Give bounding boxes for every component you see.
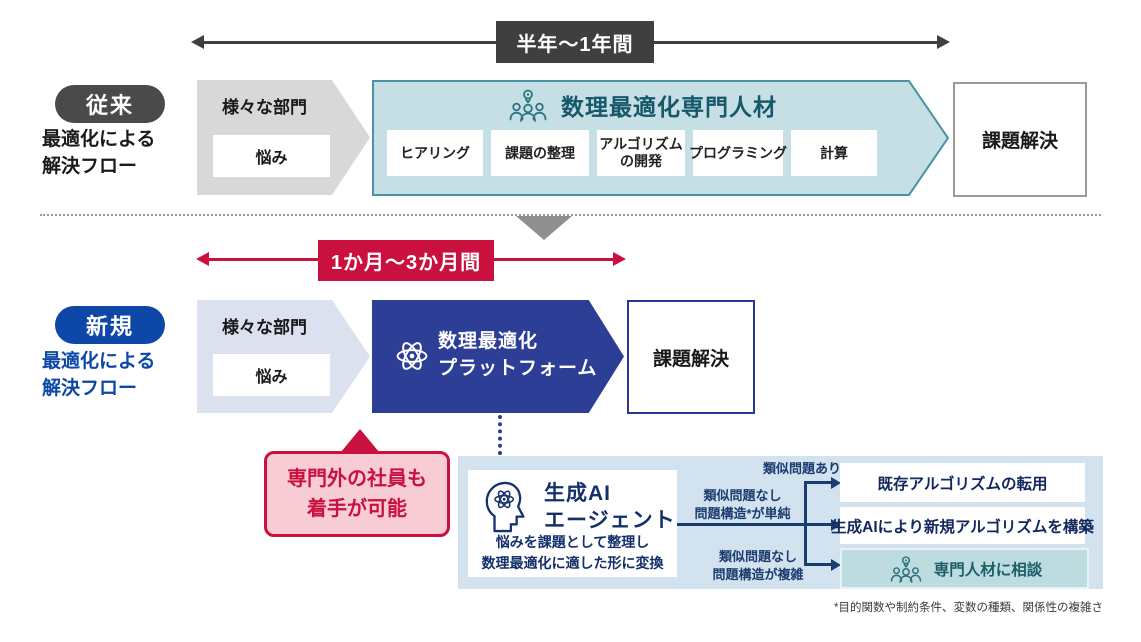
condition-2-line1: 類似問題なし xyxy=(703,488,782,503)
platform-label-line1: 数理最適化 xyxy=(438,331,539,352)
condition-3-line2: 問題構造が複雑 xyxy=(712,566,804,582)
conventional-flow-title-line1: 最適化による xyxy=(42,129,156,150)
arrow-left-icon xyxy=(191,35,204,49)
ai-agent-title-line2: エージェント xyxy=(544,509,676,533)
branch-arrow-top-icon xyxy=(831,476,841,489)
platform-chevron: 数理最適化 プラットフォーム xyxy=(372,300,624,413)
new-duration-label: 1か月〜3か月間 xyxy=(318,240,494,281)
modern-flow-title-line2: 解決フロー xyxy=(42,377,138,399)
step-algorithm-dev: アルゴリズムの開発 xyxy=(597,130,685,176)
modern-result-box: 課題解決 xyxy=(627,300,755,414)
branch-main-line xyxy=(677,523,807,526)
experts-title: 数理最適化専門人材 xyxy=(561,94,777,120)
footnote: *目的関数や制約条件、変数の種類、関係性の複雑さ xyxy=(834,602,1103,614)
department-title: 様々な部門 xyxy=(222,98,307,117)
experts-header: 数理最適化専門人材 xyxy=(505,88,777,122)
ai-agent-desc-line2: 数理最適化に適した形に変換 xyxy=(481,555,664,571)
conventional-department-chevron: 様々な部門 悩み xyxy=(197,80,370,195)
condition-2-line2: 問題構造*が単純 xyxy=(694,505,791,521)
step-issue-organize: 課題の整理 xyxy=(491,130,589,176)
step-computation: 計算 xyxy=(791,130,877,176)
ai-agent-desc-line1: 悩みを課題として整理し xyxy=(495,534,650,550)
platform-label: 数理最適化 プラットフォーム xyxy=(438,329,597,382)
conventional-flow-title: 最適化による 解決フロー xyxy=(42,127,155,180)
condition-similar-exists: 類似問題あり xyxy=(742,460,862,478)
ai-agent-box: 生成AI エージェント 悩みを課題として整理し 数理最適化に適した形に変換 xyxy=(468,470,677,577)
modern-pain-box: 悩み xyxy=(213,354,330,396)
branch-arrow-bottom-icon xyxy=(831,558,841,571)
people-pin-icon xyxy=(509,89,547,122)
condition-3-line1: 類似問題なし xyxy=(718,549,797,564)
modern-flow-title: 最適化による 解決フロー xyxy=(42,349,155,402)
modern-department-title: 様々な部門 xyxy=(222,318,307,337)
conventional-flow-title-line2: 解決フロー xyxy=(42,155,138,177)
platform-panel-connector xyxy=(498,415,502,455)
ai-agent-description: 悩みを課題として整理し 数理最適化に適した形に変換 xyxy=(468,532,677,574)
step-hearing: ヒアリング xyxy=(387,130,483,176)
atom-icon xyxy=(396,342,428,370)
result-reuse-algorithm: 既存アルゴリズムの転用 xyxy=(840,463,1085,502)
callout-line1: 専門外の社員も xyxy=(287,468,427,490)
top-duration-label: 半年〜1年間 xyxy=(496,21,654,63)
callout-pointer-icon xyxy=(341,429,379,452)
platform-label-line2: プラットフォーム xyxy=(438,357,598,379)
red-arrow-left-icon xyxy=(196,252,209,266)
branch-arm-top xyxy=(804,481,832,484)
branch-arm-bottom xyxy=(804,563,832,566)
branch-trunk-line xyxy=(804,481,807,566)
arrow-right-icon xyxy=(937,35,950,49)
separator-dotted-line xyxy=(40,214,1101,216)
result-build-new-algorithm: 生成AIにより新規アルゴリズムを構築 xyxy=(831,507,1094,544)
condition-1-line1: 類似問題あり xyxy=(762,461,841,476)
ai-agent-title-line1: 生成AI xyxy=(544,482,611,505)
condition-complex-structure: 類似問題なし 問題構造が複雑 xyxy=(698,548,818,583)
people-pin-icon xyxy=(890,555,921,583)
modern-badge: 新規 xyxy=(55,306,165,344)
result-consult-experts-label: 専門人材に相談 xyxy=(933,561,1043,579)
modern-department-chevron: 様々な部門 悩み xyxy=(197,300,370,413)
callout-box: 専門外の社員も 着手が可能 xyxy=(264,451,450,537)
result-consult-experts: 専門人材に相談 xyxy=(840,548,1089,589)
transition-triangle-icon xyxy=(516,216,572,240)
pain-box: 悩み xyxy=(213,135,330,177)
step-programming: プログラミング xyxy=(689,130,787,176)
branch-arm-middle xyxy=(807,523,832,526)
conventional-badge: 従来 xyxy=(55,85,165,123)
ai-head-icon xyxy=(485,481,525,533)
conventional-result-box: 課題解決 xyxy=(953,82,1087,197)
condition-simple-structure: 類似問題なし 問題構造*が単純 xyxy=(685,487,800,522)
ai-agent-title: 生成AI エージェント xyxy=(544,480,676,535)
branch-arrow-middle-icon xyxy=(831,518,841,531)
red-arrow-right-icon xyxy=(613,252,626,266)
modern-flow-title-line1: 最適化による xyxy=(42,351,156,372)
experts-steps: ヒアリング 課題の整理 アルゴリズムの開発 プログラミング 計算 xyxy=(387,130,877,176)
callout-line2: 着手が可能 xyxy=(307,498,407,520)
